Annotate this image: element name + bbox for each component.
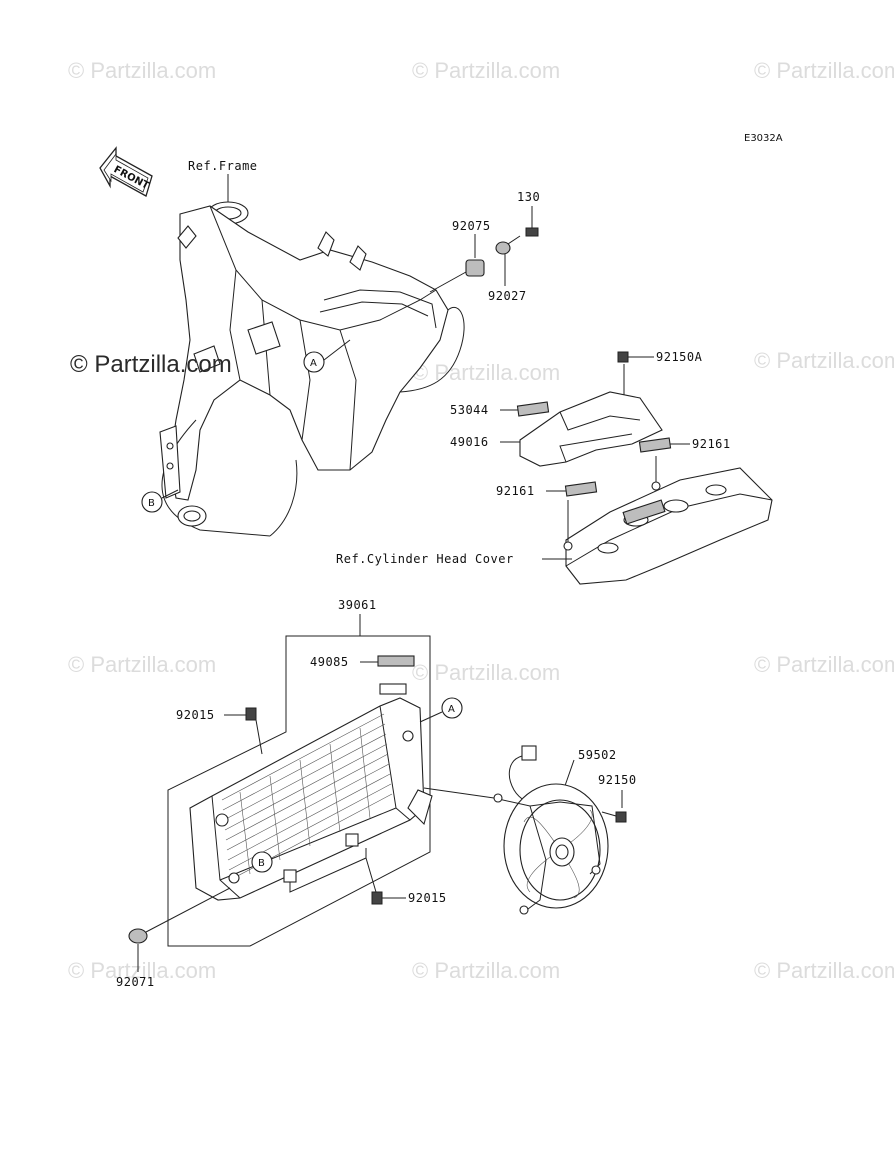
grommet-icon (128, 928, 148, 944)
part-number-92161-left: 92161 (496, 484, 535, 498)
part-number-39061: 39061 (338, 598, 377, 612)
part-number-49016: 49016 (450, 435, 489, 449)
watermark: © Partzilla.com (754, 348, 894, 373)
part-number-59502: 59502 (578, 748, 617, 762)
part-number-53044: 53044 (450, 403, 489, 417)
callout-b-label: B (148, 498, 155, 509)
screw-icon (617, 351, 629, 363)
cap-icon (379, 683, 407, 695)
frame-assembly: Ref.Frame A B (141, 159, 465, 537)
watermark-large: © Partzilla.com (70, 351, 232, 378)
fan-assembly: 59502 92150 (423, 745, 637, 915)
watermark: © Partzilla.com (412, 58, 560, 83)
callout-b-marker (141, 491, 163, 513)
watermark-grid: © Partzilla.com © Partzilla.com © Partzi… (68, 58, 894, 983)
watermark: © Partzilla.com (68, 652, 216, 677)
callout-a-label: A (448, 704, 455, 715)
part-number-49085: 49085 (310, 655, 349, 669)
watermark: © Partzilla.com (754, 652, 894, 677)
ref-frame-label: Ref.Frame (188, 159, 258, 173)
part-number-92027: 92027 (488, 289, 527, 303)
pad-icon (564, 481, 598, 497)
diagram-code: E3032A (744, 133, 783, 144)
callout-b-marker (251, 851, 273, 873)
clip-icon (245, 707, 257, 721)
clip-icon (371, 891, 383, 905)
seal-icon (377, 655, 415, 667)
bolt-icon (615, 811, 627, 823)
radiator-assembly: 39061 49085 92015 (116, 598, 463, 989)
callout-a-marker (441, 697, 463, 719)
part-number-92161-right: 92161 (692, 437, 731, 451)
callout-a-label: A (310, 358, 317, 369)
front-arrow-icon: FRONT (99, 146, 153, 197)
watermark: © Partzilla.com (412, 660, 560, 685)
connector-icon (521, 745, 537, 761)
watermark: © Partzilla.com (68, 958, 216, 983)
mount-hardware-group: 130 92075 92027 (429, 190, 540, 303)
watermark: © Partzilla.com (412, 360, 560, 385)
watermark: © Partzilla.com (754, 958, 894, 983)
pad-icon (516, 401, 550, 417)
collar-icon (495, 241, 511, 255)
part-number-92150A: 92150A (656, 350, 703, 364)
watermark: © Partzilla.com (412, 958, 560, 983)
heat-shield-plate (519, 391, 663, 467)
part-number-92071: 92071 (116, 975, 155, 989)
callout-b-label: B (258, 858, 265, 869)
part-number-92015-bottom: 92015 (408, 891, 447, 905)
part-number-130: 130 (517, 190, 540, 204)
head-cover-group: 92150A 53044 49016 92161 92161 Ref.Cyli (336, 350, 773, 585)
watermark: © Partzilla.com (68, 58, 216, 83)
part-number-92075: 92075 (452, 219, 491, 233)
pad-icon (638, 437, 672, 453)
grommet-icon (465, 259, 485, 277)
ref-cylinder-head-cover-label: Ref.Cylinder Head Cover (336, 552, 514, 566)
cylinder-head-cover (565, 467, 773, 585)
bolt-icon (525, 227, 539, 237)
part-number-92015-top: 92015 (176, 708, 215, 722)
callout-a-marker (303, 351, 325, 373)
part-number-92150: 92150 (598, 773, 637, 787)
radiator-core (189, 697, 425, 901)
radiator-fins (221, 713, 393, 881)
watermark: © Partzilla.com (754, 58, 894, 83)
